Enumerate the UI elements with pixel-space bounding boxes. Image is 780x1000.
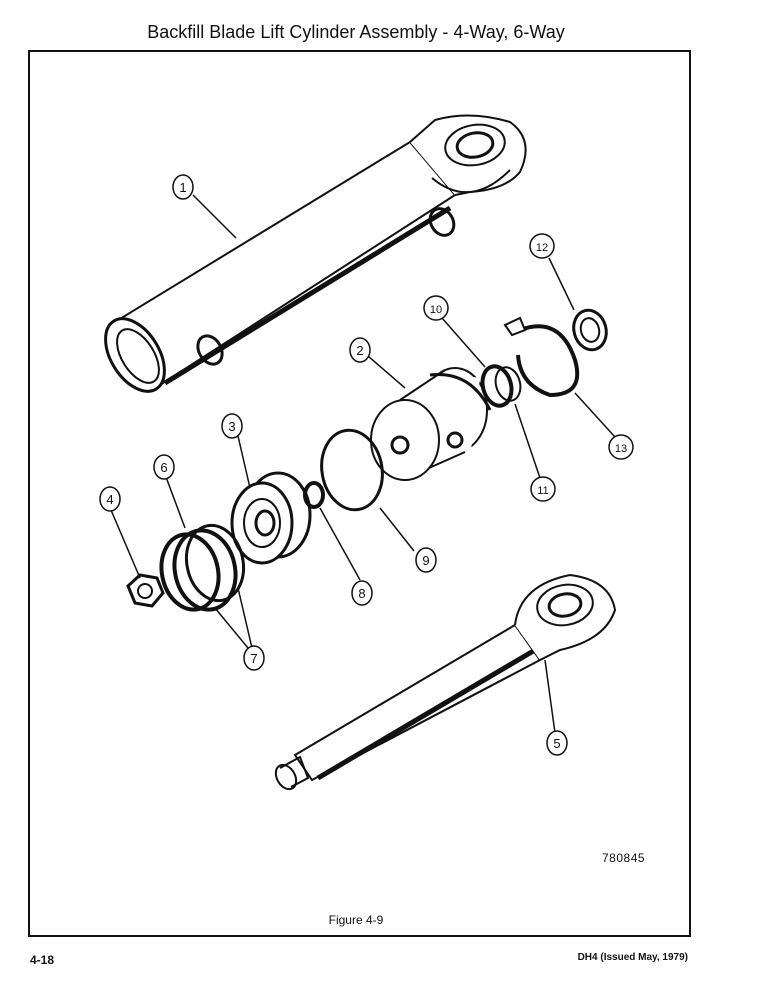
callout-5: 5 (546, 730, 568, 756)
callout-8: 8 (351, 580, 373, 606)
snap-ring-13 (503, 316, 580, 398)
svg-text:11: 11 (537, 485, 548, 497)
svg-text:1: 1 (179, 180, 186, 195)
o-ring-9 (320, 428, 384, 512)
callout-12: 12 (529, 233, 555, 259)
svg-text:7: 7 (250, 651, 257, 666)
piston-rings-6-7 (159, 523, 246, 612)
svg-text:6: 6 (160, 460, 167, 475)
document-id: DH4 (Issued May, 1979) (577, 952, 688, 963)
cylinder-barrel (104, 114, 527, 393)
page-title: Backfill Blade Lift Cylinder Assembly - … (147, 22, 565, 42)
figure-frame (28, 50, 691, 937)
piston (370, 367, 492, 481)
svg-text:8: 8 (358, 586, 365, 601)
piston-rod-5 (274, 573, 617, 791)
seal-10 (480, 364, 514, 408)
svg-text:5: 5 (553, 736, 560, 751)
exploded-view-drawing: 1 2 3 4 5 6 7 8 9 10 11 12 (99, 114, 634, 791)
svg-text:13: 13 (615, 443, 627, 455)
callout-10: 10 (423, 295, 449, 321)
callout-11: 11 (530, 476, 556, 502)
svg-text:2: 2 (356, 343, 363, 358)
wiper-seal-12 (572, 308, 608, 352)
drawing-number: 780845 (602, 851, 646, 865)
callout-13: 13 (608, 434, 634, 460)
gland-3 (230, 471, 312, 565)
callout-4: 4 (99, 486, 121, 512)
callout-6: 6 (153, 454, 175, 480)
svg-text:4: 4 (106, 492, 113, 507)
svg-text:9: 9 (422, 553, 429, 568)
callout-3: 3 (221, 413, 243, 439)
callout-9: 9 (415, 547, 437, 573)
callout-7: 7 (243, 645, 265, 671)
leader-lines (110, 194, 616, 734)
svg-text:10: 10 (430, 304, 442, 316)
seal-8 (303, 481, 325, 509)
nut-4 (126, 573, 165, 608)
backup-ring-11 (494, 366, 522, 402)
callout-1: 1 (172, 174, 194, 200)
callout-2: 2 (349, 337, 371, 363)
svg-text:12: 12 (536, 242, 548, 254)
svg-text:3: 3 (228, 419, 235, 434)
page-number: 4-18 (30, 953, 55, 967)
figure-caption: Figure 4-9 (328, 913, 384, 927)
